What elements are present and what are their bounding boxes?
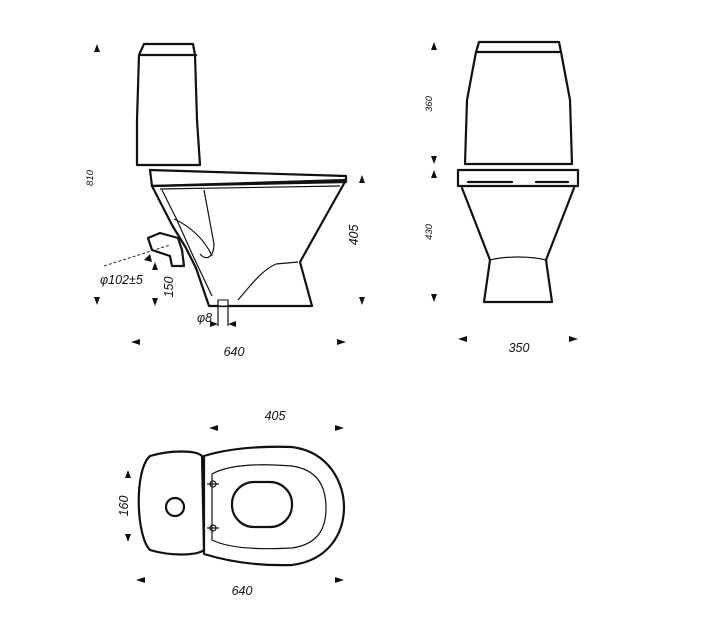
dim-front-width: 350 <box>509 341 530 355</box>
top-water-opening <box>230 480 294 529</box>
dim-150-arrow-bottom <box>152 298 158 306</box>
front-tank <box>463 40 574 166</box>
dim-350-arrow-right <box>569 336 578 342</box>
dim-360-arrow-bottom <box>431 156 437 164</box>
side-tank <box>135 42 202 167</box>
dim-640-arrow-left <box>131 339 140 345</box>
dim-360-arrow-top <box>431 42 437 50</box>
side-trap-curve <box>173 189 299 301</box>
dim-front-bowl-height: 430 <box>424 223 435 240</box>
dim-405-arrow-bottom <box>359 297 365 305</box>
dim-side-length: 640 <box>224 345 245 359</box>
dim-810-arrow-bottom <box>94 297 100 305</box>
dim-tank-depth: 160 <box>117 496 131 517</box>
dim-405-arrow-top <box>359 175 365 183</box>
dim-160-arrow-top <box>125 470 131 478</box>
dim-top-length: 640 <box>232 584 253 598</box>
dim-430-arrow-bottom <box>431 294 437 302</box>
dim-640-arrow-right <box>337 339 346 345</box>
dim-640b-arrow-right <box>335 577 344 583</box>
side-view: 810 405 φ102±5 150 φ8 640 <box>85 42 365 359</box>
dim-outlet-arrow <box>144 254 152 262</box>
dim-bowl-height: 405 <box>347 225 361 246</box>
side-seat-gap <box>159 185 341 190</box>
dim-outlet-height: 150 <box>162 277 176 298</box>
front-bowl <box>460 186 576 304</box>
dim-405b-arrow-left <box>209 425 218 431</box>
top-view: 405 160 640 <box>117 409 346 598</box>
dim-160-arrow-bottom <box>125 534 131 542</box>
side-bowl-body <box>150 178 348 308</box>
dim-phi8-arrow-left <box>210 321 218 327</box>
side-outlet-centerline <box>103 244 171 267</box>
front-view: 360 430 350 <box>424 40 580 355</box>
dim-350-arrow-left <box>458 336 467 342</box>
dim-810-arrow-top <box>94 44 100 52</box>
top-bowl <box>202 445 346 567</box>
front-bowl-foot <box>489 256 547 261</box>
dim-top-bowl-length: 405 <box>265 409 286 423</box>
front-seat <box>456 168 580 188</box>
dim-150-arrow-top <box>152 262 158 270</box>
top-bowl-inner <box>211 464 327 550</box>
dim-405b-arrow-right <box>335 425 344 431</box>
dim-tank-height: 360 <box>424 95 435 112</box>
dim-430-arrow-top <box>431 170 437 178</box>
top-flush-button <box>164 496 186 518</box>
dim-phi8-arrow-right <box>228 321 236 327</box>
dim-bolt-diameter: φ8 <box>197 311 212 325</box>
dim-640b-arrow-left <box>136 577 145 583</box>
dim-total-height: 810 <box>85 169 96 186</box>
top-tank <box>137 450 206 556</box>
side-inner-bowl <box>161 189 213 297</box>
dim-outlet-diameter: φ102±5 <box>100 273 143 287</box>
side-outlet-pipe <box>146 231 186 268</box>
side-bolt <box>217 299 229 307</box>
